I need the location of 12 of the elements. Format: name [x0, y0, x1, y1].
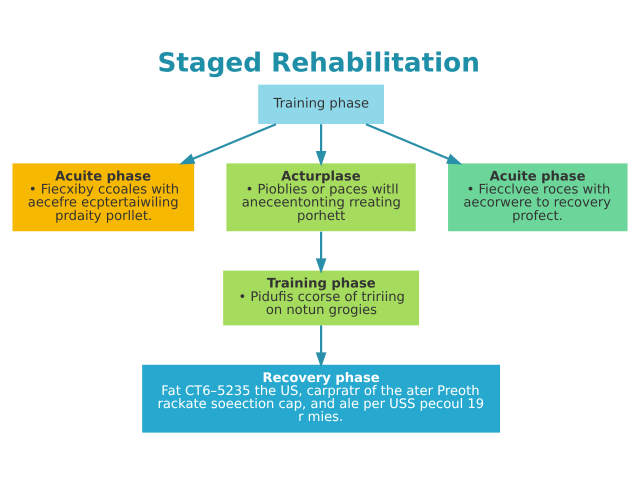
arrow — [179, 123, 276, 165]
node-box: Training phase — [258, 84, 384, 124]
node-box: Acuite phase • Fiecxiby ccoales with aecefre ecptertaiwiling prdaity porllet. — [12, 163, 194, 232]
node-box: Recovery phase Fat CT6–5235 the US, carpratr of the ater Preoth rackate soeection cap, and ale per USS pecoul 19 r mies. — [142, 364, 500, 433]
node-box: Training phase • Pidufis ccorse of tririing on notun grogies — [223, 270, 420, 326]
arrow — [366, 123, 462, 165]
arrow — [316, 326, 326, 368]
diagram-title: Staged Rehabilitation — [157, 48, 480, 79]
node-box: Acturplase • Pioblies or paces witll aneceentonting rreating porhett — [226, 163, 416, 232]
node-box: Acuite phase • Fiecclvee roces with aecorwere to recovery profect. — [448, 163, 628, 232]
arrow — [316, 232, 326, 274]
arrow — [316, 124, 326, 166]
